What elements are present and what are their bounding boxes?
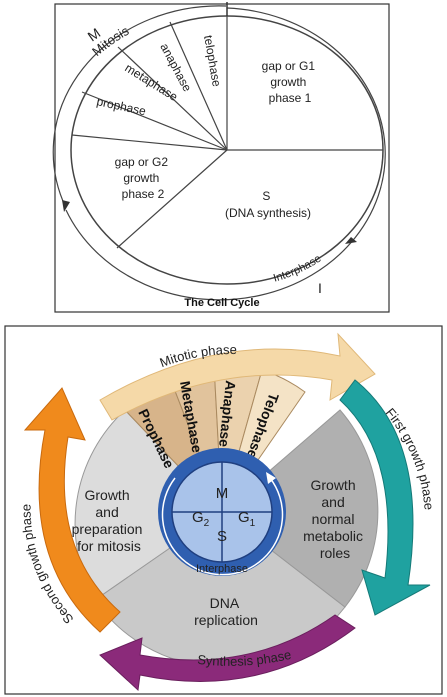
- sector-g1: [221, 409, 379, 608]
- bottom-cell-cycle-diagram: Mitotic phase First growth phase Synthes…: [19, 332, 437, 692]
- mitosis-arrow-arc: [52, 5, 227, 209]
- label-s: S (DNA synthesis): [225, 189, 311, 220]
- top-caption: The Cell Cycle: [184, 297, 259, 309]
- label-g1: gap or G1 growth phase 1: [262, 59, 319, 105]
- divider-metaphase-anaphase: [117, 46, 228, 151]
- label-g1-description: Growth and normal metabolic roles: [303, 477, 367, 561]
- arrow-first-growth-phase: [339, 379, 431, 616]
- label-bottom-anaphase: Anaphase: [216, 380, 239, 448]
- top-cell-cycle-diagram: telophase anaphase metaphase prophase ga…: [52, 2, 386, 309]
- center-interphase-arrow: [161, 477, 284, 576]
- arrow-second-growth-phase: [23, 387, 121, 633]
- arrow-synthesis-phase: [99, 614, 356, 692]
- divider-anaphase-telophase: [169, 21, 228, 151]
- center-g1: G1: [238, 509, 256, 529]
- arrowhead-left: [62, 200, 70, 212]
- label-g2: gap or G2 growth phase 2: [115, 155, 172, 201]
- interphase-arrow-arc: [65, 7, 386, 301]
- center-arrowhead: [266, 472, 276, 484]
- divider-g2-prophase: [71, 134, 228, 151]
- center-g2: G2: [192, 509, 210, 529]
- center-interphase-label: Interphase: [196, 563, 248, 575]
- center-s: S: [217, 528, 227, 545]
- arrowhead-right: [345, 237, 357, 244]
- label-i: I: [318, 280, 322, 296]
- divider-s-g2: [116, 149, 228, 249]
- label-g2-description: Growth and preparation for mitosis: [72, 487, 147, 554]
- center-m: M: [216, 485, 229, 502]
- label-s-description: DNA replication: [194, 595, 258, 628]
- divider-prophase-metaphase: [81, 91, 228, 151]
